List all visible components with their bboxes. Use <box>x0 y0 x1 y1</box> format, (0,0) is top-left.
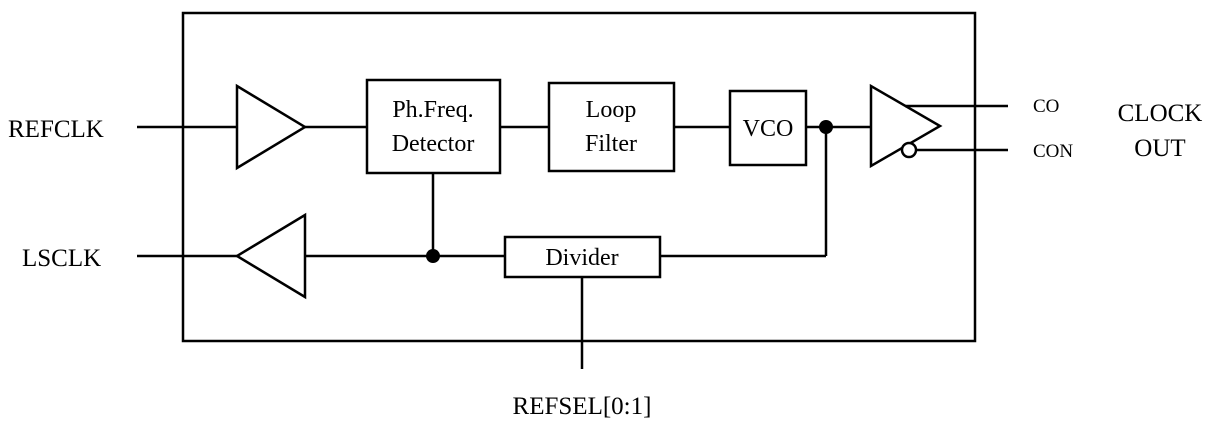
refclk-label: REFCLK <box>8 116 104 143</box>
vco-block <box>728 89 808 167</box>
clock-out-label-line1: CLOCK <box>1118 100 1203 127</box>
vco-label: VCO <box>743 116 794 142</box>
co-label: CO <box>1033 96 1059 117</box>
lsclk-buffer <box>234 212 307 300</box>
clock-out-label-line2: OUT <box>1134 135 1185 162</box>
con-inversion-bubble <box>900 141 918 159</box>
loop-filter-label-line1: Loop <box>586 97 637 123</box>
divider-block <box>503 235 662 279</box>
detector-label-line2: Detector <box>392 131 475 157</box>
loop-filter-label-line2: Filter <box>585 131 637 157</box>
refsel-label: REFSEL[0:1] <box>513 393 652 420</box>
lsclk-label: LSCLK <box>22 245 101 272</box>
detector-label-line1: Ph.Freq. <box>392 97 473 123</box>
phase-frequency-detector-block <box>365 78 502 175</box>
refclk-buffer <box>235 83 308 171</box>
con-label: CON <box>1033 141 1073 162</box>
pll-enclosure <box>181 11 977 343</box>
divider-label: Divider <box>545 245 618 271</box>
loop-filter-block <box>547 81 676 173</box>
